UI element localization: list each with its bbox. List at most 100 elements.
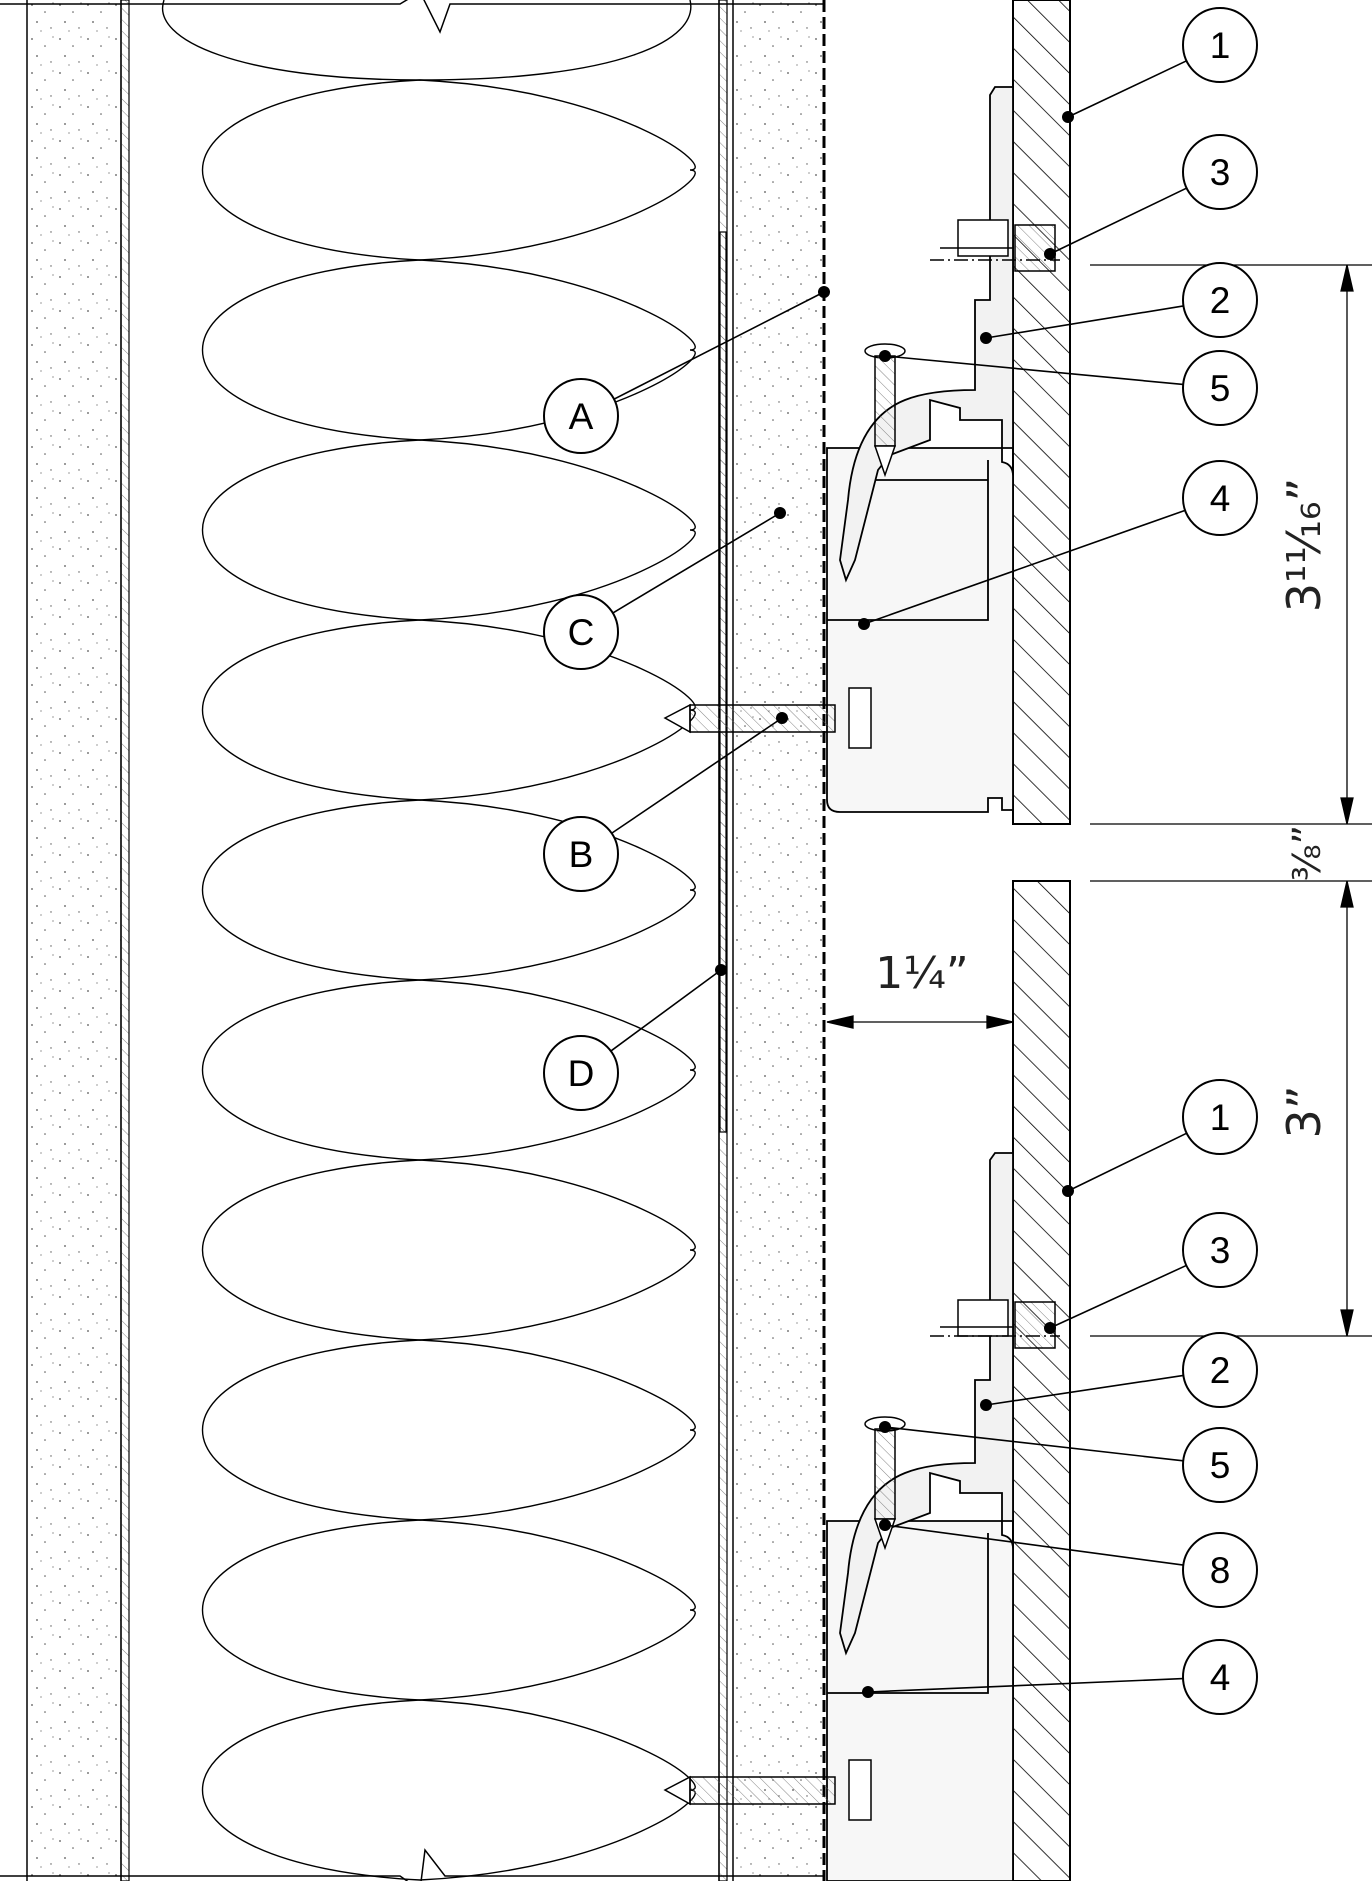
- callout-cD: D: [543, 964, 727, 1111]
- callout-c5a: 5: [879, 350, 1258, 426]
- leader-dot: [980, 1399, 992, 1411]
- leader-dot: [818, 286, 830, 298]
- callout-circle: [1182, 1427, 1258, 1503]
- callout-label: 2: [1210, 1350, 1231, 1391]
- leader-dot: [1062, 1185, 1074, 1197]
- callout-label: 4: [1210, 1657, 1231, 1698]
- break-line-top: [0, 0, 823, 34]
- lower-rail: [826, 1520, 1014, 1881]
- callout-circle: [543, 378, 619, 454]
- upper-fastener: [663, 687, 872, 749]
- upper-set-screw: [930, 219, 1060, 272]
- callout-cA: A: [543, 286, 830, 454]
- insulation-loop: [201, 979, 696, 1161]
- leader-line: [985, 1374, 1184, 1406]
- callout-label: 5: [1210, 368, 1231, 409]
- callout-label: 8: [1210, 1550, 1231, 1591]
- leader-dot: [879, 1421, 891, 1433]
- leader-line: [867, 1677, 1184, 1693]
- callout-label: 3: [1210, 1230, 1231, 1271]
- leader-line: [884, 1426, 1184, 1462]
- leader-dot: [1044, 1322, 1056, 1334]
- dimension-overlap: 3”: [1277, 1085, 1331, 1138]
- callout-label: C: [568, 612, 595, 653]
- leader-dot: [862, 1686, 874, 1698]
- leader-dot: [858, 618, 870, 630]
- lower-fastener: [663, 1759, 872, 1821]
- leader-line: [1049, 187, 1188, 255]
- lower-set-screw: [930, 1299, 1060, 1349]
- insulation-loop: [201, 619, 696, 801]
- leader-line: [863, 509, 1186, 625]
- callout-circle: [1182, 350, 1258, 426]
- callout-label: 2: [1210, 280, 1231, 321]
- callout-label: 1: [1210, 25, 1231, 66]
- callout-c1b: 1: [1062, 1079, 1258, 1197]
- leader-dot: [1062, 111, 1074, 123]
- leader-dot: [879, 1519, 891, 1531]
- callout-c3a: 3: [1044, 134, 1258, 260]
- dimension-cavity-depth: 1¼”: [875, 948, 968, 999]
- stud-flange-left: [120, 0, 130, 1881]
- leader-line: [985, 305, 1184, 339]
- callout-c2b: 2: [980, 1332, 1258, 1411]
- callout-circle: [1182, 1079, 1258, 1155]
- leader-line: [1067, 1132, 1188, 1192]
- callouts: 1 3 2 5 4 A C B D 1 3 2 5 8 4: [543, 7, 1258, 1715]
- callout-c2a: 2: [980, 262, 1258, 344]
- callout-circle: [543, 594, 619, 670]
- interior-board-layer: [26, 0, 122, 1881]
- leader-line: [884, 355, 1184, 386]
- insulation-loop: [201, 799, 696, 981]
- leader-dot: [879, 350, 891, 362]
- insulation-loop: [201, 259, 696, 441]
- callout-c8b: 8: [879, 1519, 1258, 1608]
- callout-c4a: 4: [858, 460, 1258, 630]
- insulation-loop: [201, 79, 696, 261]
- dimension-gap: ³⁄₈”: [1285, 825, 1329, 882]
- leader-dot: [776, 712, 788, 724]
- insulation-loop: [201, 1159, 696, 1341]
- insulation-loops: [201, 79, 696, 1881]
- insulation-loop: [201, 439, 696, 621]
- leader-line: [884, 1524, 1184, 1566]
- callout-label: D: [568, 1053, 595, 1094]
- callout-cC: C: [543, 507, 786, 670]
- callout-circle: [1182, 7, 1258, 83]
- leader-dot: [715, 964, 727, 976]
- leader-line: [612, 512, 781, 614]
- callout-cB: B: [543, 712, 788, 892]
- leader-dot: [774, 507, 786, 519]
- leader-line: [1049, 1264, 1187, 1329]
- callout-circle: [543, 816, 619, 892]
- leader-line: [610, 969, 722, 1052]
- callout-circle: [1182, 134, 1258, 210]
- callout-label: 4: [1210, 478, 1231, 519]
- callout-label: B: [569, 834, 594, 875]
- insulation-loop: [201, 1519, 696, 1701]
- insulation-loop: [201, 1339, 696, 1521]
- leader-line: [613, 291, 825, 400]
- callout-label: A: [569, 396, 594, 437]
- callout-label: 5: [1210, 1445, 1231, 1486]
- callout-label: 1: [1210, 1097, 1231, 1138]
- dimension-lines: [826, 264, 1372, 1337]
- batt-insulation: [161, 0, 692, 81]
- callout-circle: [1182, 1532, 1258, 1608]
- leader-line: [611, 717, 783, 834]
- callout-circle: [1182, 262, 1258, 338]
- callout-circle: [1182, 1332, 1258, 1408]
- callout-c3b: 3: [1044, 1212, 1258, 1334]
- dimension-panel-height: 3¹¹⁄₁₆”: [1277, 478, 1331, 613]
- leader-dot: [980, 332, 992, 344]
- callout-c4b: 4: [862, 1639, 1258, 1715]
- callout-circle: [1182, 1639, 1258, 1715]
- exterior-sheathing-layer: [732, 0, 823, 1881]
- stud-flange-right: [718, 0, 728, 1881]
- lower-panel: [1012, 880, 1071, 1881]
- leader-dot: [1044, 248, 1056, 260]
- callout-c1a: 1: [1062, 7, 1258, 123]
- callout-circle: [543, 1035, 619, 1111]
- callout-c5b: 5: [879, 1421, 1258, 1503]
